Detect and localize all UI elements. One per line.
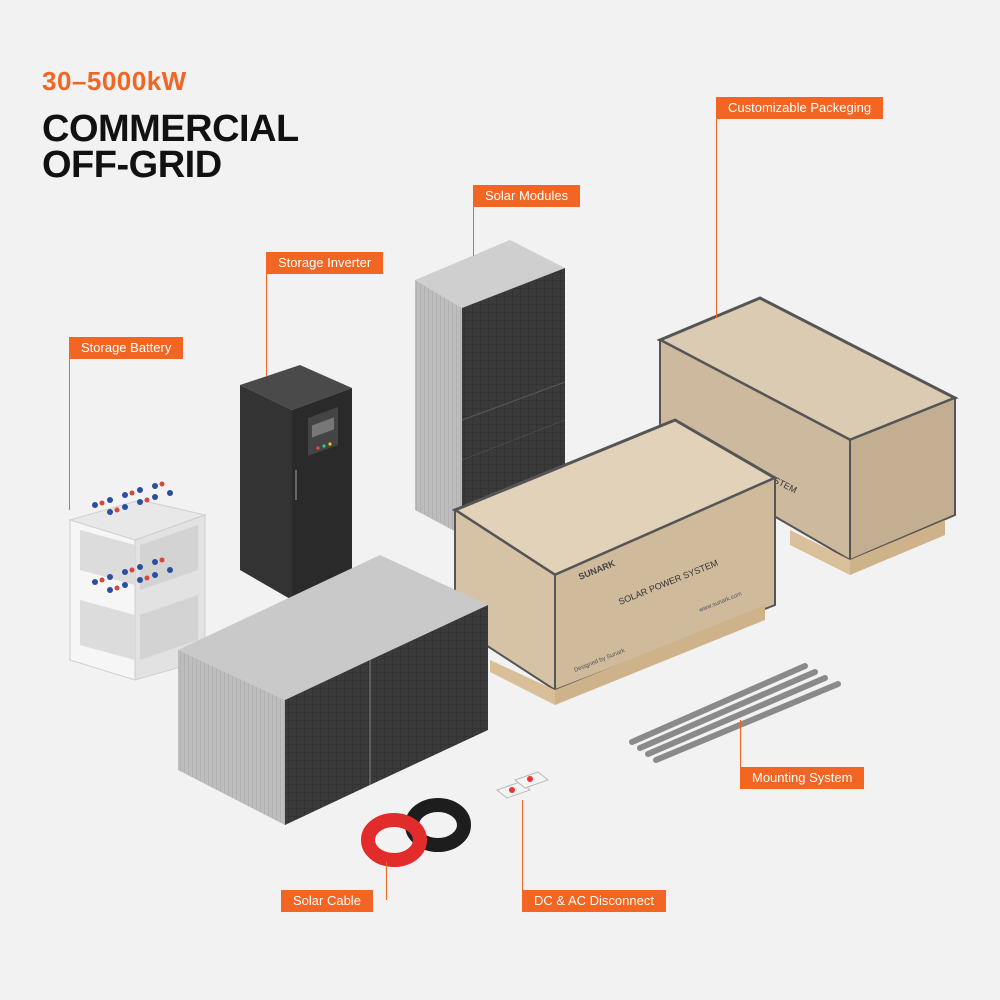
page-title: COMMERCIAL OFF-GRID xyxy=(42,108,299,186)
headline: 30–5000kW COMMERCIAL OFF-GRID xyxy=(42,66,299,186)
leader-packaging xyxy=(716,108,717,318)
leader-modules xyxy=(473,196,474,256)
storage-inverter-cabinet xyxy=(240,365,352,600)
title-line-2: OFF-GRID xyxy=(42,144,222,186)
solar-modules-stack xyxy=(415,240,566,535)
label-customizable-packaging: Customizable Packeging xyxy=(716,97,884,119)
label-storage-inverter: Storage Inverter xyxy=(266,252,384,274)
label-solar-modules: Solar Modules xyxy=(473,185,581,207)
leader-inverter xyxy=(266,264,267,376)
label-mounting-system: Mounting System xyxy=(740,767,865,789)
leader-disconnect xyxy=(522,800,523,900)
label-dc-ac-disconnect: DC & AC Disconnect xyxy=(522,890,666,912)
front-wooden-crate: SUNARK SOLAR POWER SYSTEM www.sunark.com… xyxy=(451,418,779,705)
leader-mounting xyxy=(740,720,741,778)
leader-battery xyxy=(69,348,70,510)
solar-modules-pallet xyxy=(178,555,488,825)
disconnect-switches xyxy=(495,771,550,799)
mounting-rails xyxy=(629,663,841,763)
label-solar-cable: Solar Cable xyxy=(281,890,373,912)
storage-battery-rack xyxy=(68,481,207,681)
solar-cable-coils xyxy=(361,798,471,867)
title-line-1: COMMERCIAL xyxy=(42,108,299,150)
leader-cable xyxy=(386,862,387,900)
capacity-range: 30–5000kW xyxy=(42,66,187,96)
label-storage-battery: Storage Battery xyxy=(69,337,184,359)
